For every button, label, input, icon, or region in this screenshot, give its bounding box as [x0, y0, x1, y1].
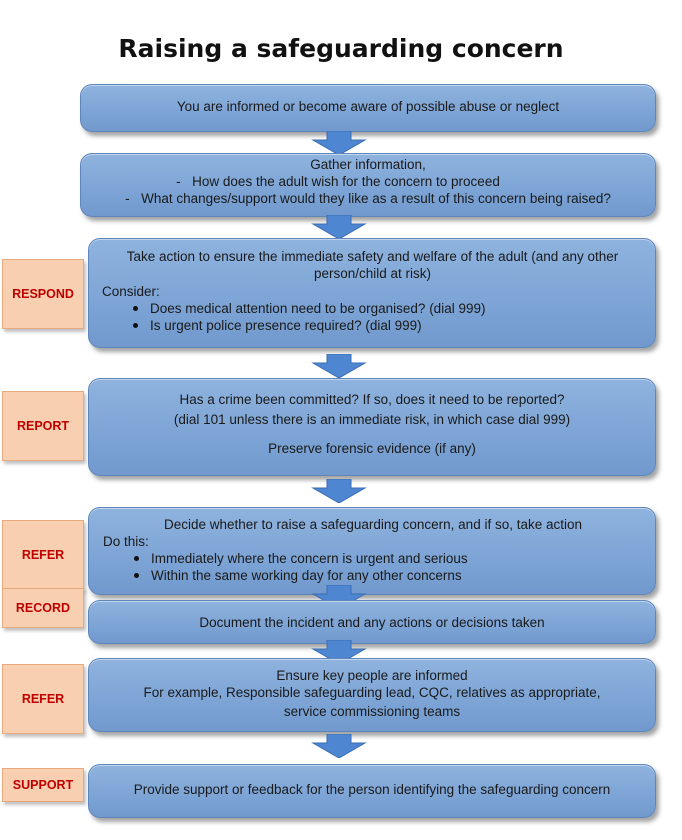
step-inform-line2: For example, Responsible safeguarding le…: [143, 685, 601, 700]
label-record: RECORD: [2, 588, 84, 628]
step-respond-box: Take action to ensure the immediate safe…: [88, 238, 656, 348]
step-inform-line1: Ensure key people are informed: [276, 668, 468, 683]
step-aware-text: You are informed or become aware of poss…: [176, 99, 560, 114]
step-refer-do-this: Do this:: [103, 534, 149, 549]
step-gather-heading: Gather information,: [310, 157, 426, 172]
arrow-shape: [311, 215, 367, 239]
step-record-box: Document the incident and any actions or…: [88, 600, 656, 644]
step-refer-text: Decide whether to raise a safeguarding c…: [164, 517, 582, 532]
step-report-line2: (dial 101 unless there is an immediate r…: [173, 412, 571, 427]
step-report-line1: Has a crime been committed? If so, does …: [179, 392, 565, 407]
list-item: Does medical attention need to be organi…: [102, 300, 643, 317]
label-report: REPORT: [2, 391, 84, 461]
step-inform-box: Ensure key people are informed For examp…: [88, 658, 656, 732]
arrow-shape: [311, 734, 367, 758]
flow-arrow-2: [311, 215, 367, 239]
flow-arrow-6: [311, 640, 367, 664]
step-gather-point: -What changes/support would they like as…: [125, 191, 611, 206]
arrow-shape: [311, 479, 367, 503]
arrow-shape: [311, 640, 367, 664]
step-report-line3: Preserve forensic evidence (if any): [268, 441, 476, 456]
step-gather-box: Gather information, -How does the adult …: [80, 153, 656, 217]
step-support-text: Provide support or feedback for the pers…: [133, 782, 611, 797]
step-report-box: Has a crime been committed? If so, does …: [88, 378, 656, 476]
step-aware-box: You are informed or become aware of poss…: [80, 84, 656, 132]
step-support-box: Provide support or feedback for the pers…: [88, 764, 656, 818]
list-item: Immediately where the concern is urgent …: [103, 550, 643, 567]
flow-arrow-7: [311, 734, 367, 758]
step-record-text: Document the incident and any actions or…: [199, 615, 545, 630]
list-item: Within the same working day for any othe…: [103, 567, 643, 584]
step-gather-point: -How does the adult wish for the concern…: [176, 174, 500, 189]
label-support: SUPPORT: [2, 768, 84, 802]
step-respond-bullets: Does medical attention need to be organi…: [102, 300, 643, 334]
arrow-shape: [311, 131, 367, 155]
flow-arrow-3: [311, 354, 367, 378]
flow-arrow-1: [311, 131, 367, 155]
step-respond-text: Take action to ensure the immediate safe…: [126, 249, 619, 281]
label-refer-inform: REFER: [2, 664, 84, 734]
step-refer-box: Decide whether to raise a safeguarding c…: [88, 507, 656, 595]
list-item: Is urgent police presence required? (dia…: [102, 317, 643, 334]
step-respond-consider: Consider:: [102, 284, 160, 299]
label-refer: REFER: [2, 520, 84, 590]
flow-arrow-4: [311, 479, 367, 503]
step-refer-bullets: Immediately where the concern is urgent …: [103, 550, 643, 584]
arrow-shape: [311, 354, 367, 378]
step-inform-line3: service commissioning teams: [283, 704, 461, 719]
label-respond: RESPOND: [2, 259, 84, 329]
page-title: Raising a safeguarding concern: [118, 34, 564, 63]
